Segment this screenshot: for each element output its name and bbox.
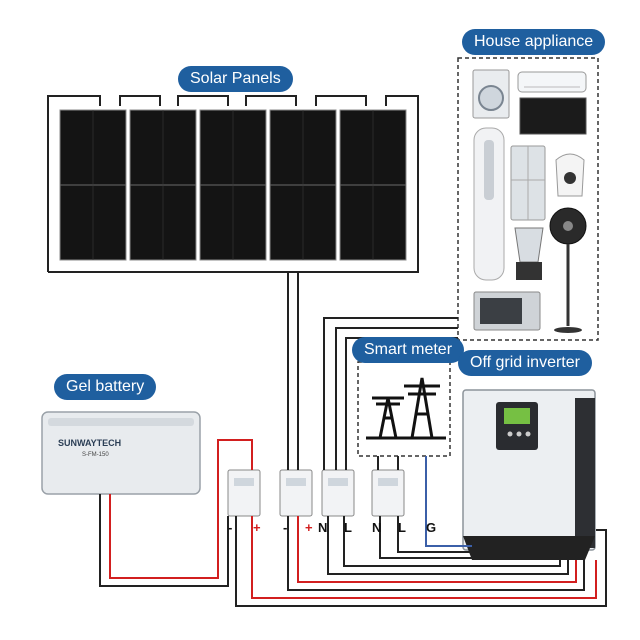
terminal-grid-l: L	[398, 520, 406, 535]
pv-frame-wire	[47, 95, 419, 273]
house-wire-1	[323, 317, 458, 470]
battery-model: S-FM-150	[82, 452, 109, 458]
battery-brand: SUNWAYTECH	[58, 438, 122, 448]
solar-panel-icon	[269, 109, 337, 261]
blender-icon	[514, 227, 544, 280]
terminal-battery-positive: +	[253, 520, 261, 535]
tower-air-conditioner-icon	[473, 127, 505, 281]
washing-machine-icon	[472, 69, 510, 119]
inverter-wire-house-l	[343, 516, 561, 567]
air-fryer-icon	[555, 153, 585, 197]
off-grid-inverter-label: Off grid inverter	[458, 350, 592, 376]
inverter-wire-bat-neg	[235, 516, 607, 607]
house-wire-2	[335, 327, 458, 470]
inverter-icon	[462, 389, 596, 560]
terminal-battery-negative: -	[228, 520, 233, 535]
inverter-wire-pv-pos	[297, 516, 577, 583]
solar-panel-icon	[129, 109, 197, 261]
inverter-wire-grid-l	[397, 516, 472, 553]
appliance-box	[457, 57, 599, 341]
inverter-wire-pv-neg	[287, 516, 585, 591]
gel-battery-label: Gel battery	[54, 374, 157, 400]
terminal-grid-g: G	[426, 520, 437, 535]
inverter-wire-bat-pos	[251, 516, 597, 599]
fan-icon	[549, 207, 587, 333]
terminal-pv-positive: +	[305, 520, 313, 535]
smart-meter-box	[357, 361, 451, 457]
solar-panel-icon	[199, 109, 267, 261]
meter-icon	[371, 469, 405, 517]
battery-wire-negative	[99, 494, 229, 587]
inverter-wire-grid-n	[379, 516, 472, 559]
solar-panel-array	[59, 109, 407, 261]
refrigerator-icon	[510, 145, 546, 221]
battery-wire-positive	[109, 439, 253, 579]
house-appliance-label: House appliance	[462, 29, 606, 55]
smart-meter-label: Smart meter	[352, 337, 465, 363]
terminal-grid-n: N	[372, 520, 382, 535]
appliance-icons	[472, 69, 587, 333]
power-tower-icon	[366, 377, 446, 440]
terminal-house-l: L	[344, 520, 352, 535]
inverter-wire-house-n	[327, 516, 569, 575]
breaker-house	[321, 469, 355, 517]
air-conditioner-icon	[517, 71, 587, 93]
terminal-house-n: N	[318, 520, 328, 535]
solar-panel-icon	[59, 109, 127, 261]
inverter-wire-grid-g	[425, 520, 472, 547]
solar-panels-label: Solar Panels	[178, 66, 293, 92]
breaker-battery	[227, 469, 261, 517]
microwave-icon	[473, 291, 541, 331]
terminal-pv-negative: -	[283, 520, 288, 535]
battery-icon	[41, 411, 201, 495]
television-icon	[519, 97, 587, 135]
breaker-pv	[279, 469, 313, 517]
solar-panel-icon	[339, 109, 407, 261]
